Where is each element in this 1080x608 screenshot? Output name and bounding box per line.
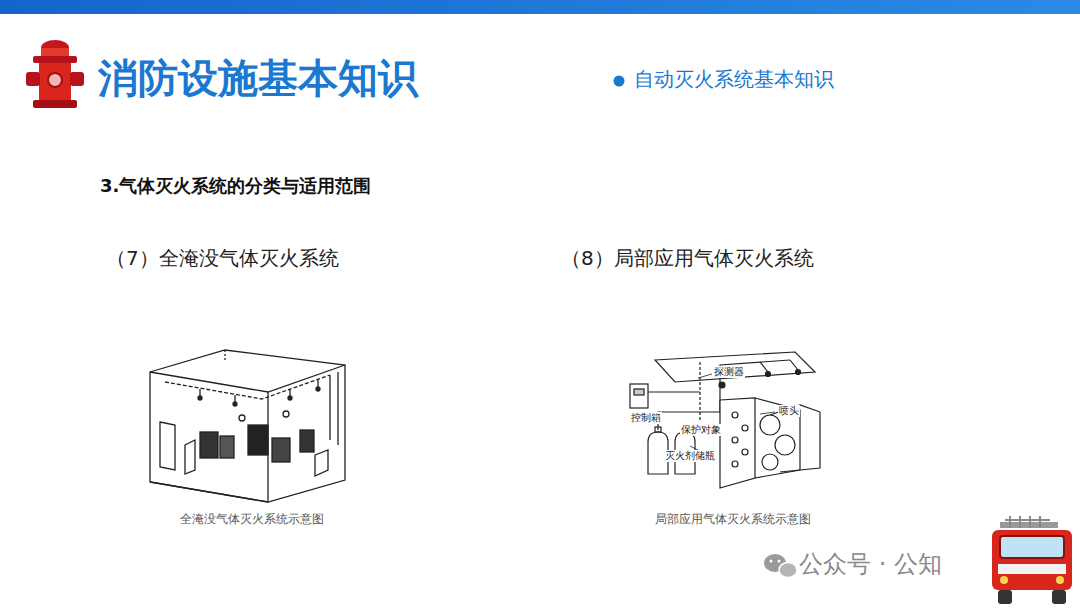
part-label: 探测器 [713, 366, 745, 378]
part-label: 控制箱 [630, 412, 662, 424]
figure-caption: 局部应用气体灭火系统示意图 [655, 512, 811, 526]
part-label: 保护对象 [680, 424, 722, 436]
section-heading: 3.气体灭火系统的分类与适用范围 [100, 175, 371, 197]
slide-title: 消防设施基本知识 [98, 54, 418, 102]
item-heading: （8）局部应用气体灭火系统 [561, 246, 814, 270]
bullet-dot [614, 76, 625, 87]
local-application-illustration [630, 352, 820, 488]
part-label: 喷头 [778, 405, 800, 417]
part-label: 灭火剂储瓶 [664, 450, 716, 462]
watermark: 公众号 · 公知 [799, 550, 942, 579]
section-tag: 自动灭火系统基本知识 [634, 67, 834, 91]
wechat-icon [764, 554, 797, 578]
figure-caption: 全淹没气体灭火系统示意图 [180, 512, 324, 526]
total-flooding-illustration [150, 350, 345, 502]
top-bar [0, 0, 1080, 14]
hydrant-icon [26, 40, 84, 108]
item-heading: （7）全淹没气体灭火系统 [106, 246, 339, 270]
fire-truck-icon [992, 516, 1072, 604]
